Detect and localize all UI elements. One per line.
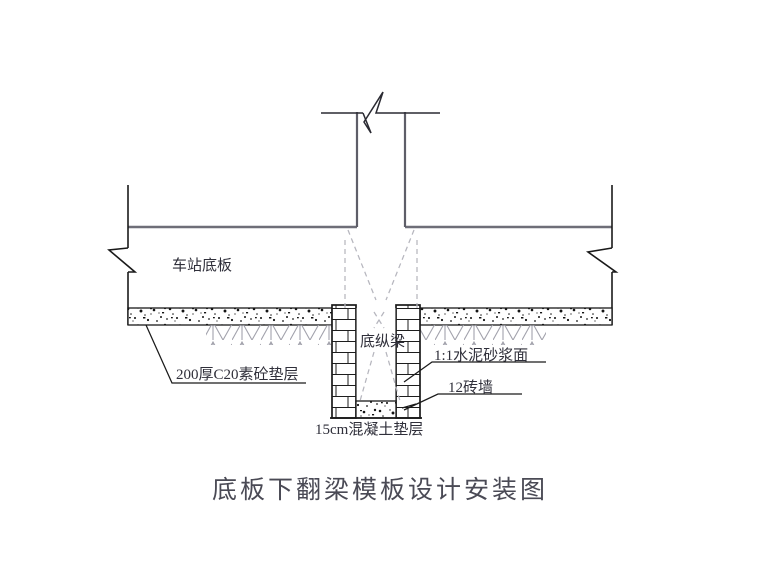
leader-cushion-15cm bbox=[401, 403, 417, 409]
leader-cushion-200 bbox=[145, 324, 306, 384]
label-cement-mortar: 1:1水泥砂浆面 bbox=[434, 346, 528, 364]
column-group bbox=[321, 91, 440, 227]
cushion-band-right bbox=[419, 307, 613, 326]
brick-wall-right bbox=[395, 304, 421, 419]
brick-wall-left bbox=[331, 304, 357, 419]
station-slab-group bbox=[107, 185, 619, 325]
earth-hatch-left bbox=[206, 325, 332, 345]
drawing-title: 底板下翻梁模板设计安装图 bbox=[212, 476, 548, 504]
label-brick-wall-12: 12砖墙 bbox=[448, 379, 493, 396]
column-break-tail bbox=[362, 112, 372, 134]
break-line-right-icon bbox=[585, 247, 619, 273]
leader-lines-group bbox=[145, 324, 546, 411]
concrete-cushion-band-group bbox=[127, 307, 613, 326]
break-line-left-icon bbox=[107, 247, 138, 273]
cushion-band-left bbox=[127, 307, 333, 326]
formwork-bracing-group bbox=[344, 229, 418, 402]
leader-cement-mortar bbox=[403, 361, 546, 383]
earth-hatch-group bbox=[206, 325, 546, 345]
label-bottom-longitudinal-beam: 底纵梁 bbox=[360, 333, 405, 350]
brace-upper-left bbox=[347, 229, 377, 301]
label-cushion-15cm: 15cm混凝土垫层 bbox=[315, 421, 423, 438]
label-cushion-200: 200厚C20素砼垫层 bbox=[176, 366, 299, 383]
brace-cross-b bbox=[373, 311, 385, 329]
leader-brick-wall bbox=[403, 393, 522, 411]
brace-upper-right bbox=[385, 229, 415, 301]
label-station-slab: 车站底板 bbox=[172, 256, 232, 274]
break-line-column-icon bbox=[363, 91, 398, 134]
beam-bottom-concrete-pad bbox=[355, 400, 397, 419]
earth-hatch-right bbox=[420, 325, 546, 345]
